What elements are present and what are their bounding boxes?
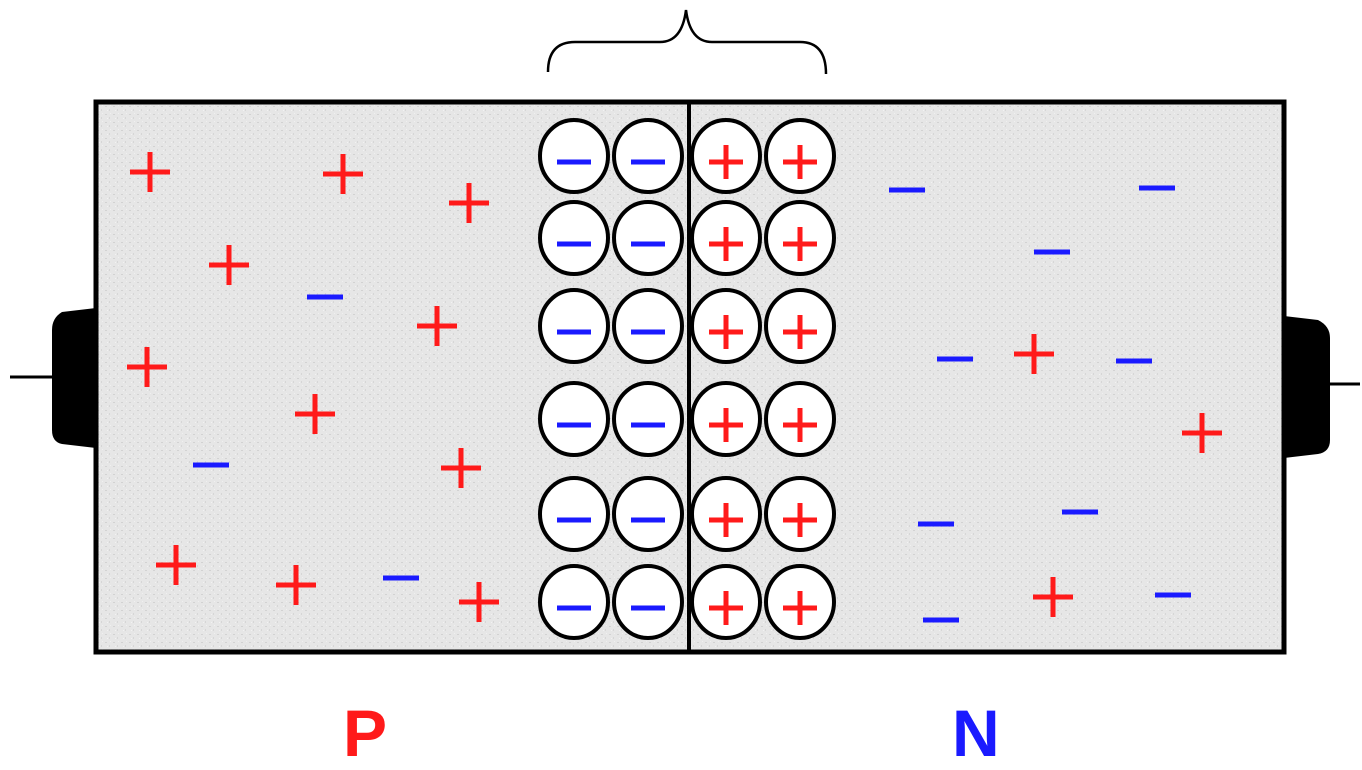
n-region-label: N (952, 696, 1000, 770)
acceptor-ion (612, 288, 684, 364)
acceptor-ion (538, 288, 610, 364)
hole-plus-icon (323, 154, 363, 194)
plus-sign-icon (709, 591, 743, 625)
plus-sign-icon (783, 315, 817, 349)
acceptor-ion (538, 200, 610, 276)
plus-sign-icon (783, 503, 817, 537)
hole-plus-icon (459, 582, 499, 622)
hole-plus-icon (276, 565, 316, 605)
donor-ion (690, 288, 762, 364)
donor-ion (764, 200, 836, 276)
plus-sign-icon (709, 227, 743, 261)
acceptor-ion (612, 200, 684, 276)
free-carriers (127, 152, 1222, 623)
acceptor-ion (538, 118, 610, 194)
donor-ion (764, 564, 836, 640)
donor-ion (764, 118, 836, 194)
donor-ion (690, 381, 762, 457)
plus-sign-icon (783, 145, 817, 179)
acceptor-ion (612, 381, 684, 457)
acceptor-ion (612, 118, 684, 194)
plus-sign-icon (783, 227, 817, 261)
hole-plus-icon (417, 306, 457, 346)
plus-sign-icon (783, 591, 817, 625)
hole-plus-icon (1033, 577, 1073, 617)
acceptor-ion (538, 476, 610, 552)
donor-ion (690, 564, 762, 640)
hole-plus-icon (127, 347, 167, 387)
donor-ion (764, 476, 836, 552)
hole-plus-icon (441, 448, 481, 488)
depletion-ions (538, 118, 836, 640)
acceptor-ion (612, 476, 684, 552)
right-terminal (1284, 316, 1360, 458)
hole-plus-icon (449, 183, 489, 223)
donor-ion (690, 200, 762, 276)
depletion-region-brace (546, 9, 828, 75)
plus-sign-icon (783, 408, 817, 442)
donor-ion (690, 476, 762, 552)
acceptor-ion (612, 564, 684, 640)
left-terminal (10, 308, 96, 448)
hole-plus-icon (130, 152, 170, 192)
acceptor-ion (538, 564, 610, 640)
donor-ion (690, 118, 762, 194)
donor-ion (764, 381, 836, 457)
hole-plus-icon (295, 394, 335, 434)
donor-ion (764, 288, 836, 364)
acceptor-ion (538, 381, 610, 457)
plus-sign-icon (709, 145, 743, 179)
p-region-label: P (343, 696, 388, 770)
plus-sign-icon (709, 408, 743, 442)
hole-plus-icon (209, 245, 249, 285)
plus-sign-icon (709, 503, 743, 537)
hole-plus-icon (156, 545, 196, 585)
hole-plus-icon (1182, 413, 1222, 453)
hole-plus-icon (1014, 334, 1054, 374)
plus-sign-icon (709, 315, 743, 349)
